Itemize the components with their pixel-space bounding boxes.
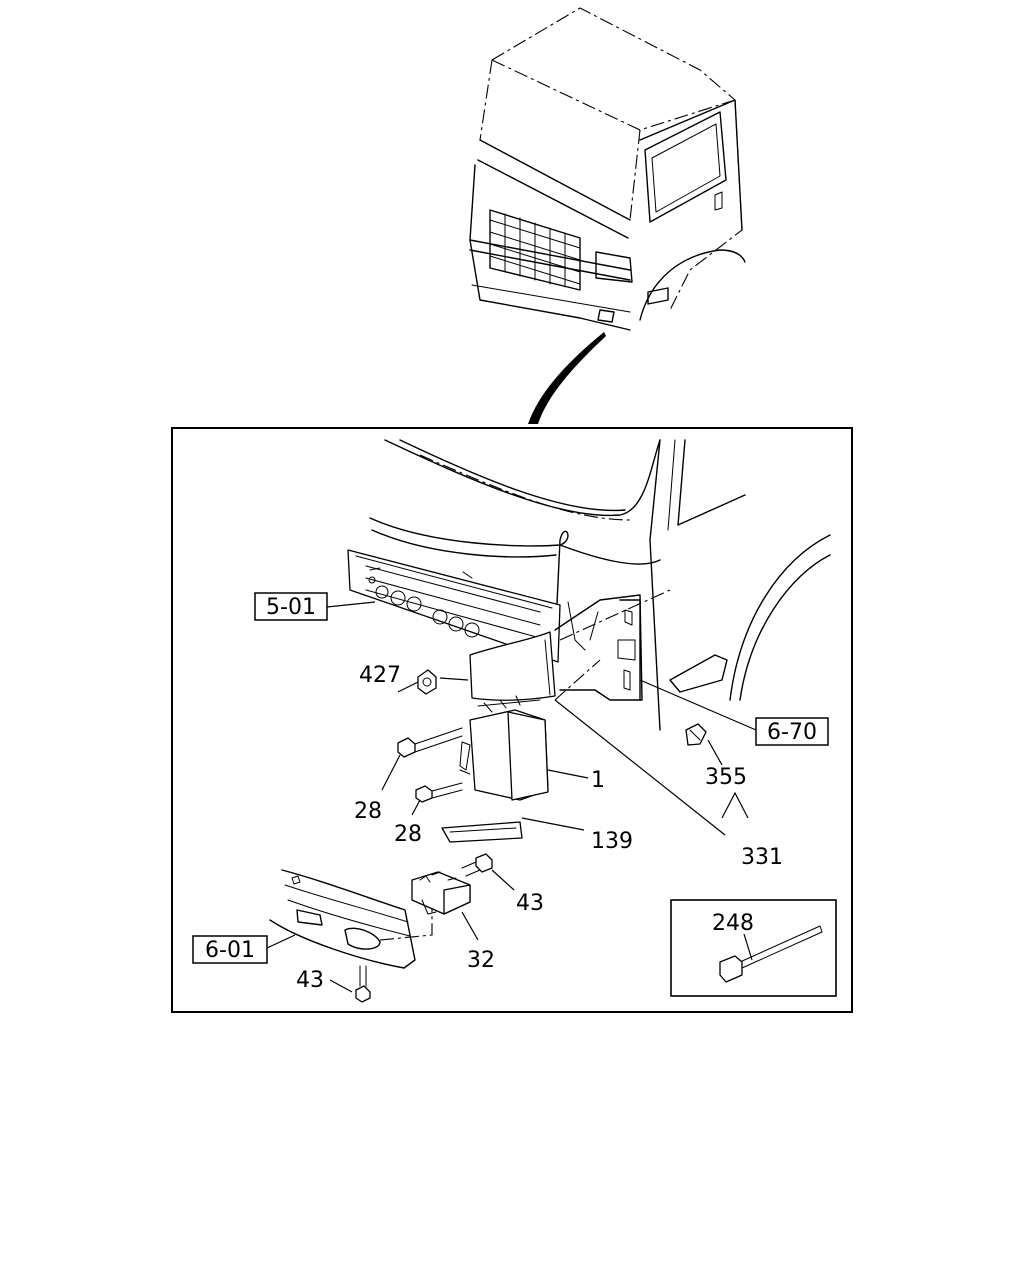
- label-139: 139: [591, 829, 633, 854]
- label-28-upper: 28: [354, 799, 382, 824]
- front-bumper: [269, 869, 433, 969]
- label-43-upper: 43: [516, 891, 544, 916]
- label-331: 331: [741, 845, 783, 870]
- ref-5-01-label: 5-01: [266, 595, 316, 620]
- bolt-43-lower: [329, 965, 371, 1003]
- label-1: 1: [591, 768, 605, 793]
- ref-6-70-label: 6-70: [767, 720, 817, 745]
- label-28-lower: 28: [394, 822, 422, 847]
- bolt-43-upper: [461, 853, 515, 891]
- cab-corner-detail: [347, 439, 831, 731]
- clearance-lamp-32: [411, 871, 479, 941]
- screw-355: [685, 723, 749, 819]
- bolt-28-upper: [381, 727, 463, 791]
- side-lamp-lens: [469, 631, 726, 836]
- inset-frame: [670, 899, 837, 997]
- truck-cab-overview: [469, 7, 746, 424]
- ref-5-01: 5-01: [254, 592, 376, 621]
- bolt-427: [397, 669, 469, 695]
- reflector-strip: [441, 817, 585, 843]
- label-32: 32: [467, 948, 495, 973]
- label-355: 355: [705, 765, 747, 790]
- label-248: 248: [712, 911, 754, 936]
- lamp-housing: [459, 695, 549, 801]
- ref-6-70: 6-70: [639, 679, 829, 746]
- label-43-lower: 43: [296, 968, 324, 993]
- cable-tie-248: [719, 925, 823, 983]
- bolt-28-lower: [411, 782, 463, 816]
- ref-6-01-label: 6-01: [205, 938, 255, 963]
- ref-6-01: 6-01: [192, 934, 296, 964]
- detail-frame: [171, 427, 853, 1013]
- label-427: 427: [359, 663, 401, 688]
